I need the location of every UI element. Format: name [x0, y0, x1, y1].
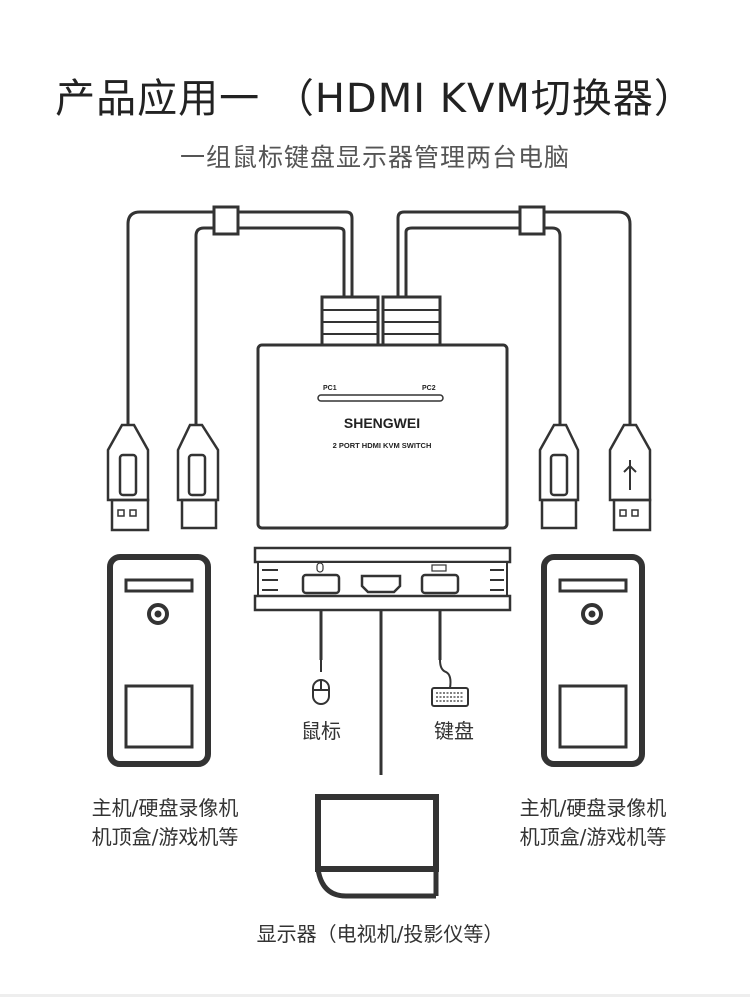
mouse-port-icon	[316, 562, 324, 573]
right-pc-label-line2: 机顶盒/游戏机等	[519, 825, 667, 849]
keyboard-port-icon	[431, 564, 447, 572]
kvm-switch-front	[253, 546, 512, 612]
right-pc-tower	[541, 554, 645, 767]
pc2-label: PC2	[422, 385, 436, 392]
keyboard-label: 键盘	[434, 719, 474, 743]
left-pc-label-line1: 主机/硬盘录像机	[91, 796, 239, 820]
page-title: 产品应用一 （HDMI KVM切换器）	[55, 76, 695, 122]
kvm-switch-top: PC1 PC2 SHENGWEI 2 PORT HDMI KVM SWITCH	[256, 343, 509, 530]
model-label: 2 PORT HDMI KVM SWITCH	[333, 441, 432, 450]
page-subtitle: 一组鼠标键盘显示器管理两台电脑	[179, 143, 570, 172]
pc1-label: PC1	[323, 385, 337, 392]
keyboard-usb-port	[420, 573, 460, 595]
monitor-icon	[315, 794, 439, 899]
left-pc-label-line2: 机顶盒/游戏机等	[91, 825, 239, 849]
left-cables	[126, 205, 354, 425]
mouse-usb-port	[301, 573, 341, 595]
mouse-icon	[312, 660, 330, 705]
display-label: 显示器（电视机/投影仪等）	[256, 922, 504, 946]
right-usb-plug	[608, 423, 652, 532]
right-pc-label-line1: 主机/硬盘录像机	[519, 796, 667, 820]
left-hdmi-plug	[176, 423, 220, 530]
left-usb-plug	[106, 423, 150, 532]
keyboard-icon	[431, 659, 469, 707]
mouse-label: 鼠标	[301, 719, 341, 743]
hdmi-out-port	[360, 574, 402, 594]
right-hdmi-plug	[538, 423, 580, 530]
right-cables	[396, 205, 632, 425]
bottom-divider	[0, 994, 750, 997]
left-pc-tower	[107, 554, 211, 767]
brand-logo: SHENGWEI	[344, 415, 420, 431]
